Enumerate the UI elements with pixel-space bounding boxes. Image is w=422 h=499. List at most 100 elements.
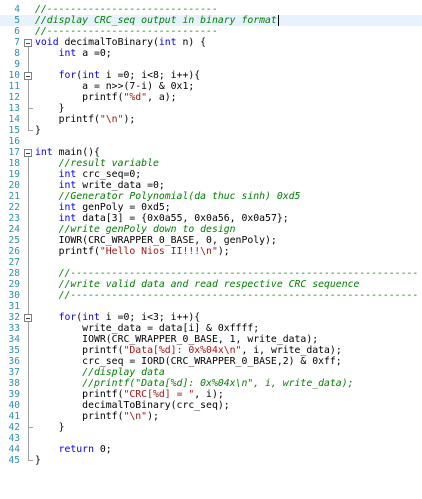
line-number: 42 [8,422,20,433]
code-line[interactable]: 21 //Generator Polynomial(da thuc sinh) … [0,191,422,202]
code-token: crc_seq = IORD(CRC_WRAPPER_0_BASE,2) & 0… [35,356,342,367]
code-text: int crc_seq=0; [35,169,142,180]
code-line[interactable]: 38 //printf("Data[%d]: 0x%04x\n", i, wri… [0,378,422,389]
code-line[interactable]: 8 int a =0; [0,48,422,59]
code-line[interactable]: 39 printf("CRC[%d] = ", i); [0,389,422,400]
code-token: int [158,37,177,48]
code-token [35,279,59,290]
code-line[interactable]: 9 [0,59,422,70]
code-text: //Generator Polynomial(da thuc sinh) 0xd… [35,191,301,202]
code-token [35,444,59,455]
code-text: //printf("Data[%d]: 0x%04x\n", i, write_… [35,378,353,389]
code-token [35,158,59,169]
code-token: printf( [35,345,124,356]
line-number: 44 [8,444,20,455]
code-line[interactable]: 45} [0,455,422,466]
code-line[interactable]: 23 int data[3] = {0x0a55, 0x0a56, 0x0a57… [0,213,422,224]
code-token: int [58,213,77,224]
code-token: } [35,125,41,136]
code-text: decimalToBinary(crc_seq); [35,400,229,411]
line-number: 37 [8,367,20,378]
code-token: void [35,37,59,48]
code-text: for(int i =0; i<3; i++){ [35,312,201,323]
code-token: int [82,312,100,323]
fold-toggle-icon[interactable] [24,71,32,80]
code-token: main(){ [52,147,100,158]
line-number: 43 [8,433,20,444]
code-line[interactable]: 10 for(int i =0; i<8; i++){ [0,70,422,81]
code-line[interactable]: 40 decimalToBinary(crc_seq); [0,400,422,411]
code-token: int [58,180,77,191]
code-line[interactable]: 41 printf("\n"); [0,411,422,422]
code-line[interactable]: 42 } [0,422,422,433]
code-line[interactable]: 6//----------------------------- [0,26,422,37]
code-token: //--------------------------------------… [58,268,419,279]
line-number: 26 [8,246,20,257]
code-line[interactable]: 24 //write genPoly down to design [0,224,422,235]
code-line[interactable]: 34 IOWR(CRC_WRAPPER_0_BASE, 1, write_dat… [0,334,422,345]
line-number: 14 [8,114,20,125]
code-token: "\n" [123,411,148,422]
code-line[interactable]: 28 //-----------------------------------… [0,268,422,279]
code-token: } [35,422,65,433]
fold-guide-end [28,108,33,109]
code-token: i =0; i<8; i++){ [99,70,201,81]
code-line[interactable]: 13 } [0,103,422,114]
line-number: 35 [8,345,20,356]
code-token: genPoly = 0xd5; [76,202,171,213]
code-token: "Data[%d]: 0x%04x\n" [123,345,242,356]
code-line[interactable]: 15} [0,125,422,136]
code-line[interactable]: 16 [0,136,422,147]
code-text: //display CRC_seq output in binary forma… [35,15,277,26]
code-token: data[3] = {0x0a55, 0x0a56, 0x0a57}; [76,213,289,224]
code-text: int a =0; [35,48,112,59]
code-token: "%d" [123,92,148,103]
code-token: n) { [176,37,207,48]
code-line[interactable]: 35 printf("Data[%d]: 0x%04x\n", i, write… [0,345,422,356]
code-text: for(int i =0; i<8; i++){ [35,70,201,81]
code-token: printf( [35,114,100,125]
code-line[interactable]: 4//----------------------------- [0,4,422,15]
code-text: //--------------------------------------… [35,290,419,301]
fold-toggle-icon[interactable] [24,38,32,47]
code-line[interactable]: 11 a = n>>(7-i) & 0x1; [0,81,422,92]
code-line[interactable]: 25 IOWR(CRC_WRAPPER_0_BASE, 0, genPoly); [0,235,422,246]
code-line[interactable]: 20 int write_data =0; [0,180,422,191]
code-line[interactable]: 43 [0,433,422,444]
line-number: 30 [8,290,20,301]
code-token: "CRC[%d] = " [123,389,195,400]
code-token: "\n" [99,114,124,125]
line-number: 32 [8,312,20,323]
line-number: 5 [14,15,20,26]
code-token: ( [76,70,83,81]
fold-toggle-icon[interactable] [24,148,32,157]
code-token: , i, write_data); [241,345,342,356]
fold-toggle-icon[interactable] [24,313,32,322]
code-line[interactable]: 26 printf("Hello Nios II!!!\n"); [0,246,422,257]
code-line[interactable]: 33 write_data = data[i] & 0xffff; [0,323,422,334]
code-line[interactable]: 44 return 0; [0,444,422,455]
code-token: , a); [147,92,177,103]
code-token: i =0; i<3; i++){ [99,312,201,323]
code-line[interactable]: 36 crc_seq = IORD(CRC_WRAPPER_0_BASE,2) … [0,356,422,367]
code-line[interactable]: 30 //-----------------------------------… [0,290,422,301]
code-line[interactable]: 22 int genPoly = 0xd5; [0,202,422,213]
code-text: int write_data =0; [35,180,165,191]
code-line[interactable]: 31 [0,301,422,312]
code-line[interactable]: 12 printf("%d", a); [0,92,422,103]
code-line[interactable]: 14 printf("\n"); [0,114,422,125]
code-token: write_data =0; [76,180,165,191]
fold-guide [28,79,29,109]
code-line[interactable]: 29 //write valid data and read respectiv… [0,279,422,290]
code-token: //display CRC_seq output in binary forma… [35,15,277,26]
code-line[interactable]: 18 //result variable [0,158,422,169]
code-line[interactable]: 27 [0,257,422,268]
code-line[interactable]: 5 //display CRC_seq output in binary form… [0,15,422,26]
code-line[interactable]: 32 for(int i =0; i<3; i++){ [0,312,422,323]
code-line[interactable]: 37 //display data [0,367,422,378]
code-line[interactable]: 19 int crc_seq=0; [0,169,422,180]
line-number: 31 [8,301,20,312]
